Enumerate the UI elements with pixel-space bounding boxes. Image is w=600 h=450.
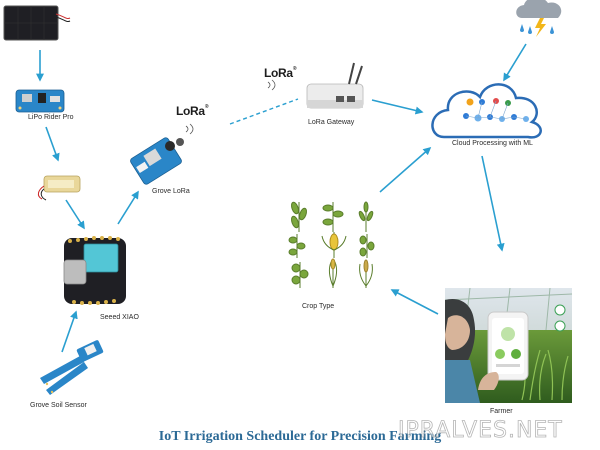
grove-lora-label: Grove LoRa: [152, 188, 190, 195]
cloud-label: Cloud Processing with ML: [452, 140, 533, 147]
farmer-photo: [444, 287, 573, 403]
soil-sensor-image: [40, 340, 104, 395]
lipo-rider-label: LiPo Rider Pro: [28, 114, 74, 121]
flow-arrows: [36, 43, 527, 353]
lora-wireless-link: [229, 98, 299, 125]
lipo-rider-board-image: [15, 89, 65, 113]
lora-logo-upper-text: LoRa: [264, 66, 293, 80]
lora-gateway-image: [306, 62, 364, 109]
lora-logo-lower-trademark: ®: [204, 104, 209, 110]
solar-panel-image: [3, 5, 71, 41]
arrow-xiao-to-grove-lora: [117, 190, 139, 225]
arrow-battery-to-xiao: [65, 199, 85, 230]
lora-gateway-label: LoRa Gateway: [308, 119, 355, 126]
arrow-crop-to-cloud: [379, 146, 432, 193]
signal-waves-icon: [185, 79, 276, 135]
page-title: IoT Irrigation Scheduler for Precision F…: [158, 429, 442, 444]
lora-logo-upper-trademark: ®: [292, 66, 297, 72]
storm-cloud-icon: [516, 0, 562, 37]
seeed-xiao-board-image: [63, 236, 126, 305]
lipo-battery-image: [37, 175, 81, 201]
grove-lora-module-image: [130, 137, 184, 185]
arrow-gateway-to-cloud: [371, 99, 424, 115]
lora-logo-upper: LoRa®: [264, 66, 297, 80]
arrow-soil-sensor-to-xiao: [61, 310, 78, 353]
arrow-lipo-rider-to-battery: [45, 126, 60, 162]
soil-sensor-label: Grove Soil Sensor: [30, 402, 87, 409]
watermark: IPRALVES.NET: [398, 418, 563, 444]
lora-logo-lower: LoRa®: [176, 104, 209, 118]
cloud-ml-icon: [431, 83, 542, 139]
farmer-label: Farmer: [490, 408, 513, 415]
crop-type-illustrations: [288, 201, 375, 288]
arrow-storm-to-cloud: [503, 43, 527, 82]
arrow-farmer-to-crop: [390, 289, 439, 315]
crop-type-label: Crop Type: [302, 303, 335, 310]
seeed-xiao-label: Seeed XIAO: [100, 314, 139, 321]
lora-logo-lower-text: LoRa: [176, 104, 205, 118]
arrow-cloud-to-farmer: [481, 155, 505, 252]
